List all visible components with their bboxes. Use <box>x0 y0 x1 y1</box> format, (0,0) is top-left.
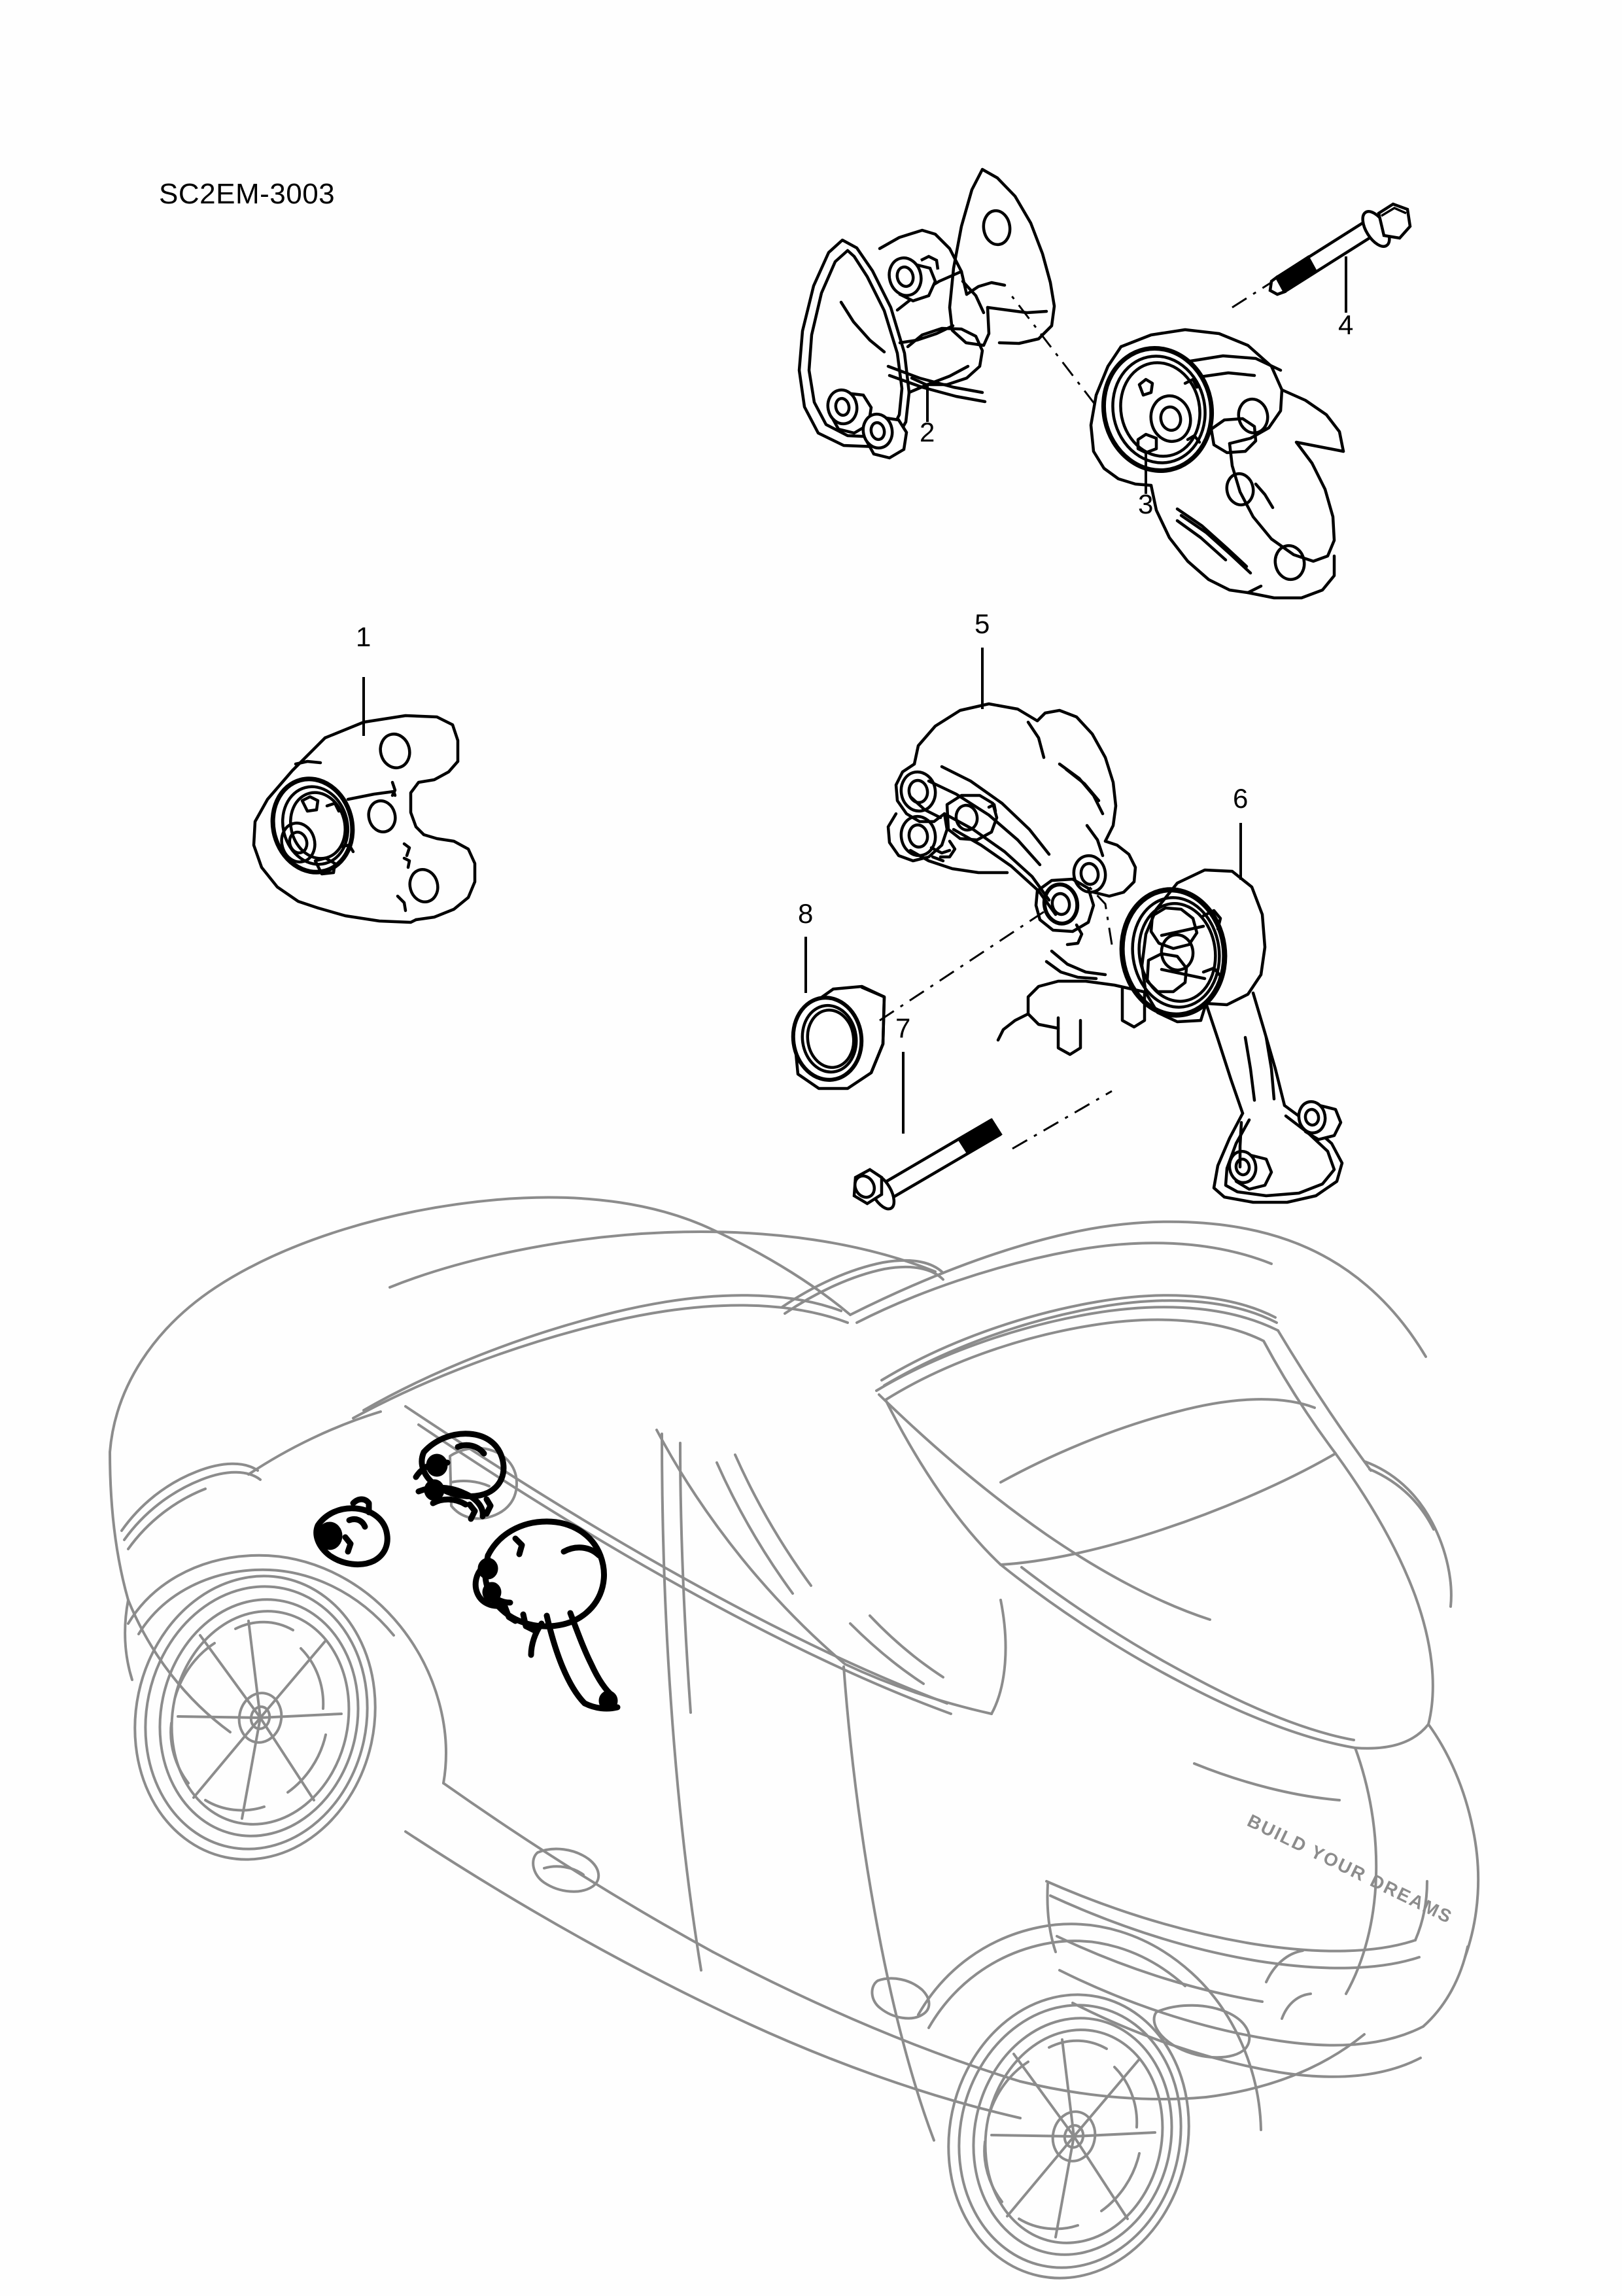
vehicle-highlight-mount-lower <box>472 1518 621 1712</box>
part-3-engine-mount <box>1089 328 1345 600</box>
part-2-hex-nuts <box>826 254 940 460</box>
vehicle-badge-text: BUILD YOUR DREAMS <box>1244 1811 1456 1928</box>
callout-8: 8 <box>798 898 814 929</box>
diagram-code-label: SC2EM-3003 <box>159 178 336 210</box>
part-1-engine-mount-bracket <box>252 714 477 924</box>
vehicle-highlight-mount-upper <box>413 1431 507 1522</box>
vehicle-illustration <box>109 1196 1480 2280</box>
part-6-transmission-mount <box>996 868 1344 1204</box>
callout-7: 7 <box>895 1013 911 1043</box>
part-8-bushing-sleeve <box>791 984 886 1090</box>
callout-leader-lines <box>362 256 1347 1134</box>
part-5-transmission-mount-bracket <box>886 702 1137 947</box>
vehicle-highlight-mount-front <box>313 1496 390 1567</box>
part-4-flange-bolt <box>1268 202 1412 296</box>
callout-2: 2 <box>920 417 935 447</box>
part-7-flange-bolt <box>852 1118 1003 1211</box>
callout-3: 3 <box>1138 489 1154 519</box>
callout-4: 4 <box>1338 309 1354 340</box>
callout-5: 5 <box>975 608 990 639</box>
top-group-reference-lines <box>1009 255 1313 405</box>
middle-group-reference-lines <box>879 882 1113 1150</box>
callout-1: 1 <box>356 621 371 652</box>
callout-6: 6 <box>1233 783 1249 814</box>
